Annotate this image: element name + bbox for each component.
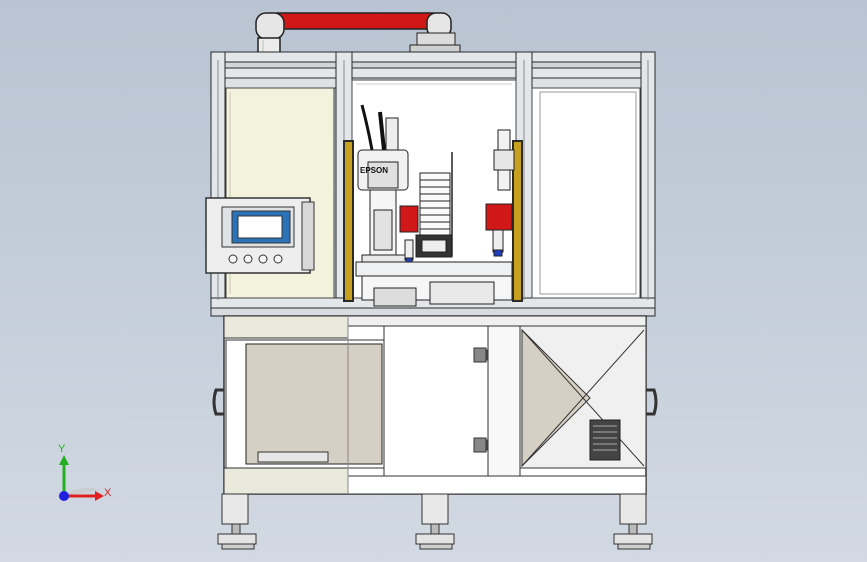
- machine-legs: [217, 493, 653, 550]
- hmi-button-1[interactable]: [228, 254, 238, 264]
- right-actuator: [485, 129, 515, 257]
- lower-cabinet: [212, 315, 658, 495]
- rotary-table: [355, 261, 513, 307]
- hmi-button-2[interactable]: [243, 254, 253, 264]
- scara-robot: EPSON: [357, 104, 419, 270]
- x-axis-label: X: [104, 487, 112, 499]
- right-side-panel: [531, 87, 641, 299]
- hmi-button-3[interactable]: [258, 254, 268, 264]
- safety-light-curtains: [343, 140, 523, 302]
- tray-feeder: [415, 152, 453, 258]
- cabinet-vent-grille: [589, 419, 621, 461]
- y-axis-label: Y: [58, 443, 66, 455]
- cabinet-left-panel: [245, 343, 383, 465]
- hmi-button-4[interactable]: [273, 254, 283, 264]
- robot-brand-label: EPSON: [360, 166, 388, 175]
- z-axis-dot: [59, 491, 69, 501]
- hmi-control-box: [205, 197, 315, 274]
- coordinate-triad: X Y: [58, 443, 112, 501]
